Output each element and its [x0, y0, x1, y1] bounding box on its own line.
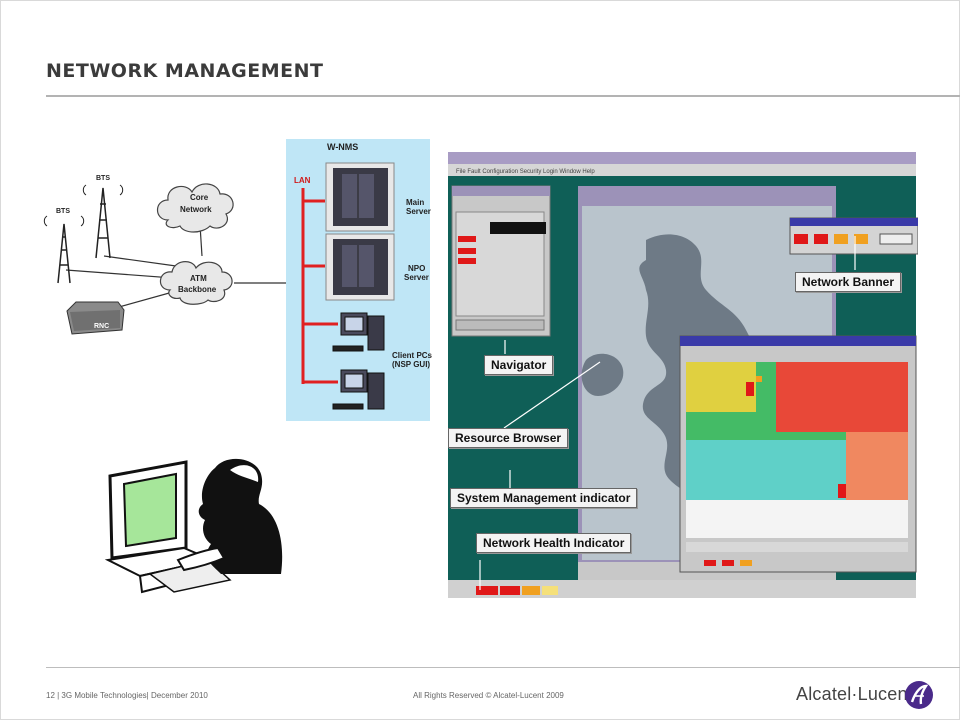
title-divider [46, 95, 960, 97]
bts-tower-icon [82, 184, 124, 259]
npo-server-icon [325, 233, 395, 301]
atm-backbone-cloud [159, 261, 233, 305]
core-network-cloud [156, 183, 234, 233]
svg-text:File Fault Configuration Se: File Fault Configuration Security Login … [456, 169, 595, 175]
npo-server-line1: NPO [408, 264, 425, 273]
client-pcs-line2: (NSP GUI) [392, 360, 430, 369]
core-network-line2: Network [180, 205, 212, 214]
operator-clipart-icon [104, 458, 283, 594]
footer-slide-info: 12 | 3G Mobile Technologies| December 20… [46, 691, 208, 700]
core-network-line1: Core [190, 193, 209, 202]
wnms-title: W-NMS [327, 142, 358, 152]
footer-divider [46, 667, 960, 668]
alcatel-lucent-logo-icon [905, 681, 933, 709]
callout-network-banner: Network Banner [795, 272, 902, 292]
main-server-line1: Main [406, 198, 424, 207]
atm-backbone-line2: Backbone [178, 285, 217, 294]
callout-navigator: Navigator [484, 355, 554, 375]
page-title: NETWORK MANAGEMENT [46, 60, 324, 82]
lan-label: LAN [294, 176, 311, 185]
callout-system-management: System Management indicator [450, 488, 638, 508]
client-pcs-line1: Client PCs [392, 351, 433, 360]
bts-label: BTS [96, 175, 110, 182]
bts-tower-icon [43, 215, 85, 284]
rnc-label: RNC [94, 323, 109, 330]
atm-backbone-line1: ATM [190, 274, 207, 283]
main-server-icon [325, 162, 395, 232]
bts-label: BTS [56, 208, 70, 215]
rnc-box-icon [66, 301, 125, 335]
callout-resource-browser: Resource Browser [448, 428, 569, 448]
npo-server-line2: Server [404, 273, 429, 282]
nms-screenshot: File Fault Configuration Security Login … [448, 152, 918, 598]
client-pc-icon [332, 369, 385, 410]
callout-network-health: Network Health Indicator [476, 533, 632, 553]
footer-copyright: All Rights Reserved © Alcatel-Lucent 200… [413, 691, 564, 700]
alcatel-lucent-logo-text: Alcatel·Lucent [796, 684, 913, 704]
main-server-line2: Server [406, 207, 431, 216]
client-pc-icon [332, 312, 385, 352]
network-diagram: W-NMS LAN Main Server NPO Server Client … [43, 139, 433, 594]
callout-leader-lines [479, 236, 856, 590]
